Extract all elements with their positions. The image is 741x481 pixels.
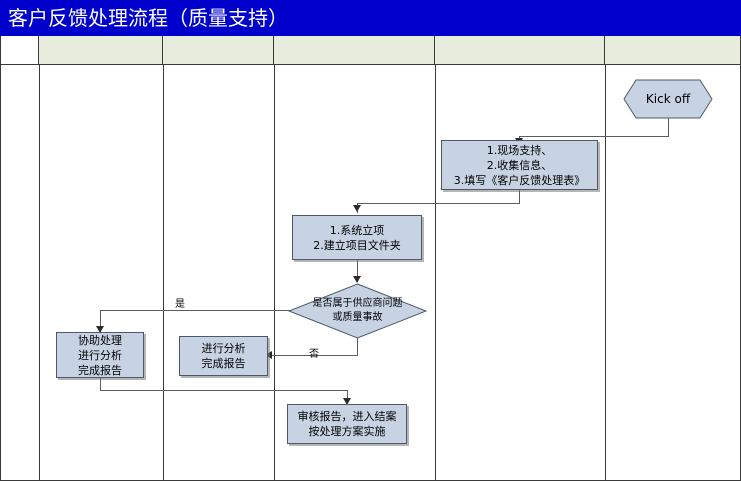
arrow-into-analyze — [265, 351, 272, 359]
arrow-into-assist — [96, 326, 104, 333]
page-title: 客户反馈处理流程（质量支持） — [8, 6, 288, 30]
lane-divider-4 — [605, 65, 606, 481]
hexagon-icon — [623, 79, 713, 119]
connector-support-left — [357, 203, 520, 204]
lane-header-0 — [39, 36, 163, 65]
lane-divider-1 — [163, 65, 164, 481]
connector-yes-left — [100, 310, 290, 311]
connector-no-down — [357, 338, 358, 355]
connector-yes-down — [100, 310, 101, 332]
connector-assist-right — [100, 390, 347, 391]
node-analyze-label: 进行分析 完成报告 — [201, 342, 246, 370]
lane-header-1 — [163, 36, 274, 65]
connector-kickoff-left — [519, 136, 669, 137]
node-assist[interactable]: 协助处理 进行分析 完成报告 — [56, 332, 144, 378]
node-support[interactable]: 1.现场支持、 2.收集信息、 3.填写《客户反馈处理表》 — [441, 140, 598, 190]
diamond-icon — [288, 283, 427, 339]
node-kick-off[interactable]: Kick off — [623, 79, 713, 119]
lane-header-3 — [435, 36, 605, 65]
connector-no-left — [268, 355, 358, 356]
node-decision[interactable]: 是否属于供应商问题 或质量事故 — [288, 283, 427, 339]
arrow-into-project — [353, 205, 361, 212]
node-project-label: 1.系统立项 2.建立项目文件夹 — [313, 223, 401, 252]
node-assist-label: 协助处理 进行分析 完成报告 — [78, 333, 122, 377]
lane-header-2 — [274, 36, 435, 65]
connector-assist-to-review — [347, 390, 348, 403]
node-analyze[interactable]: 进行分析 完成报告 — [179, 336, 268, 376]
arrow-into-decision — [353, 276, 361, 283]
edge-label-yes: 是 — [175, 299, 185, 310]
connector-kickoff-down — [668, 118, 669, 136]
node-project[interactable]: 1.系统立项 2.建立项目文件夹 — [292, 215, 422, 260]
connector-assist-down — [100, 378, 101, 390]
swimlane-grid — [0, 36, 741, 481]
arrow-into-review — [343, 398, 351, 405]
lane-divider-3 — [435, 65, 436, 481]
lane-header-4 — [605, 36, 740, 65]
edge-label-no: 否 — [309, 349, 319, 360]
node-review-label: 审核报告，进入结案 按处理方案实施 — [297, 410, 397, 438]
node-review[interactable]: 审核报告，进入结案 按处理方案实施 — [287, 404, 407, 444]
lane-divider-0 — [39, 65, 40, 481]
lane-divider-2 — [274, 65, 275, 481]
connector-project-to-decision — [357, 259, 358, 282]
title-bar: 客户反馈处理流程（质量支持） — [0, 0, 741, 36]
node-support-label: 1.现场支持、 2.收集信息、 3.填写《客户反馈处理表》 — [453, 143, 586, 187]
lane-header-corner — [1, 36, 39, 65]
connector-support-down — [519, 189, 520, 203]
